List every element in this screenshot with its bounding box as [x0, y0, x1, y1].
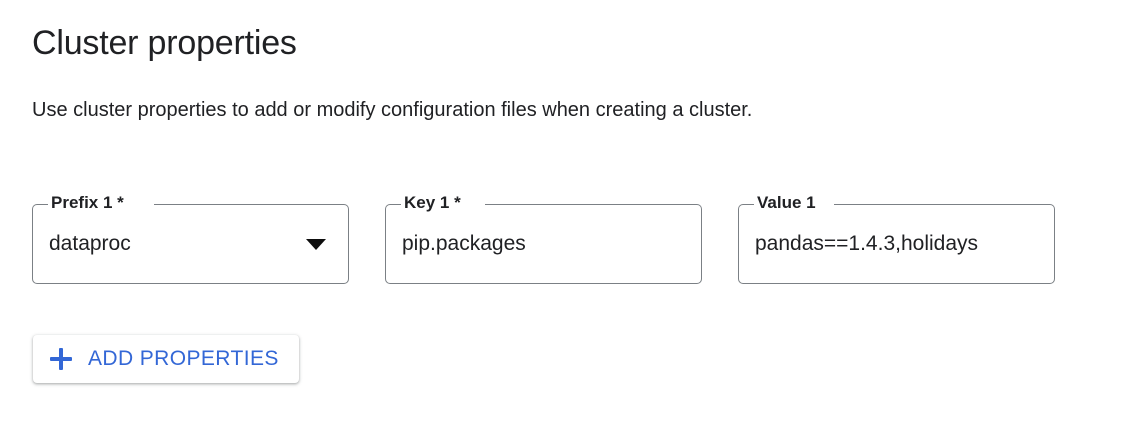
- prefix-field-label: Prefix 1 *: [51, 193, 124, 212]
- page-description: Use cluster properties to add or modify …: [32, 99, 753, 121]
- value-field-value: pandas==1.4.3,holidays: [755, 232, 979, 255]
- add-properties-button[interactable]: ADD PROPERTIES: [33, 335, 299, 383]
- key-field[interactable]: Key 1 * pip.packages: [385, 193, 702, 284]
- properties-field-row: Prefix 1 * dataproc Key 1 * pip.packages: [32, 193, 1055, 284]
- key-field-label: Key 1 *: [404, 193, 461, 212]
- key-field-body[interactable]: pip.packages: [386, 205, 701, 283]
- prefix-field-body[interactable]: dataproc: [33, 205, 348, 283]
- prefix-field-value: dataproc: [49, 232, 131, 255]
- page-title: Cluster properties: [32, 24, 297, 62]
- add-properties-button-label: ADD PROPERTIES: [88, 347, 279, 370]
- value-field-body[interactable]: pandas==1.4.3,holidays: [739, 205, 1054, 283]
- plus-icon: [50, 348, 72, 370]
- chevron-down-icon[interactable]: [306, 238, 326, 250]
- value-field[interactable]: Value 1 pandas==1.4.3,holidays: [738, 193, 1055, 284]
- prefix-field[interactable]: Prefix 1 * dataproc: [32, 193, 349, 284]
- value-field-label: Value 1: [757, 193, 816, 212]
- key-field-value: pip.packages: [402, 232, 526, 255]
